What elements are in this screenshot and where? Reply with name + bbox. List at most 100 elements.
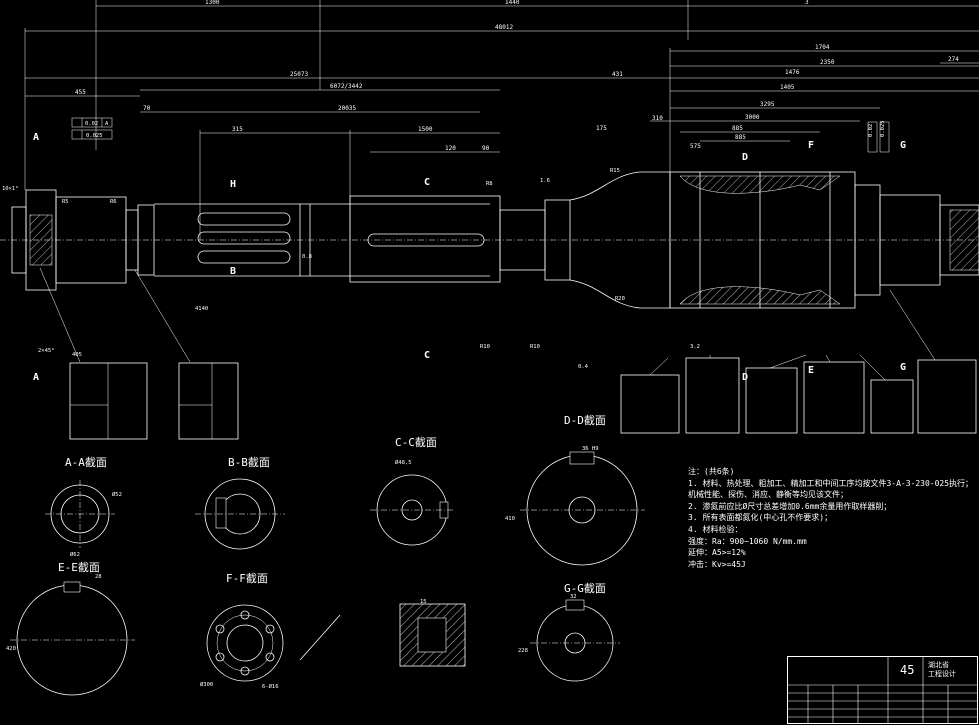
note-4a: 强度：Ra：900~1060 N/mm.mm [688, 536, 807, 546]
view-mark-d: D [742, 372, 748, 383]
dim-2350: 2350 [820, 59, 835, 66]
view-markers: A A H B C C D E F G G D [33, 132, 906, 383]
dim-gg-d: 228 [518, 648, 528, 654]
note-1b: 机械性能、探伤、消应、静衡等均见该文件； [688, 490, 848, 500]
label-r5: R5 [62, 199, 69, 205]
note-4c: 冲击：Kv>=45J [688, 559, 746, 569]
tolerance-frames: 0.02 A 0.025 0.02 0.025 [71, 117, 890, 153]
label-r6: R6 [110, 199, 117, 205]
tol-right-2: 0.025 [880, 120, 886, 137]
dim-ff-d: Ø300 [200, 681, 213, 688]
label-chamfer-2: 2×45° [38, 348, 55, 354]
title-block-grid [788, 657, 977, 723]
label-r20: R20 [615, 296, 625, 302]
dim-120: 120 [445, 145, 456, 152]
dim-ff-h: 6-Ø16 [262, 683, 279, 690]
dimension-chains: 1300 1440 3 48012 1704 274 25073 431 147… [24, 0, 979, 240]
detail-boxes [69, 357, 977, 440]
company-label-2: 工程设计 [928, 670, 956, 678]
dim-885: 885 [732, 125, 743, 132]
dim-274: 274 [948, 56, 959, 63]
section-titles: A-A截面 B-B截面 C-C截面 D-D截面 E-E截面 F-F截面 G-G截… [58, 413, 606, 595]
dim-3000: 3000 [745, 114, 760, 121]
dim-ee-w: 420 [6, 646, 16, 652]
view-mark-b: B [230, 266, 236, 277]
label-chamfer-left: 10×1° [2, 186, 19, 192]
view-mark-a-bottom: A [33, 372, 39, 383]
dim-885b: 885 [735, 134, 746, 141]
tol-right-1: 0.02 [868, 124, 874, 137]
dim-1440: 1440 [505, 0, 520, 6]
view-mark-h: H [230, 179, 236, 190]
title-block: 45 湖北省 工程设计 [787, 656, 978, 724]
note-4: 4. 材料检验： [688, 524, 743, 534]
label-ra-2: 1.6 [540, 178, 550, 184]
dim-90: 90 [482, 145, 490, 152]
dim-3295: 3295 [760, 101, 775, 108]
note-4b: 延伸：A5>=12% [688, 548, 746, 558]
view-mark-c-bottom: C [424, 350, 430, 361]
label-ra-1: 0.8 [302, 254, 312, 260]
dim-gg-top: 32 [570, 594, 577, 600]
shaft-main-view [0, 171, 979, 309]
view-mark-g-bottom: G [900, 362, 906, 373]
dim-gg-w: 15 [420, 599, 427, 605]
section-title-cc: C-C截面 [395, 435, 437, 449]
view-mark-c-top: C [424, 177, 430, 188]
material-label: 45 [900, 663, 915, 677]
dim-cc-top: Ø48,5 [395, 459, 412, 466]
dim-455: 455 [75, 89, 86, 96]
section-dims: Ø62 Ø52 Ø48,5 36 H9 410 420 28 Ø300 6-Ø1… [6, 446, 599, 690]
view-mark-a-top: A [33, 132, 39, 143]
dim-1405: 1405 [780, 84, 795, 91]
note-1: 1. 材料、热处理、粗加工、精加工和中间工序均按文件3-A-3-230-025执… [688, 478, 974, 488]
note-3: 3. 所有表面都氮化(中心孔不作要求)； [688, 513, 833, 523]
label-r15: R15 [610, 168, 620, 174]
dim-1476: 1476 [785, 69, 800, 76]
section-title-aa: A-A截面 [65, 455, 107, 469]
section-title-bb: B-B截面 [228, 455, 270, 469]
dim-1500: 1500 [418, 126, 433, 133]
view-mark-g-top: G [900, 140, 906, 151]
label-ra-4: 0.4 [578, 364, 589, 370]
label-4140: 4140 [195, 306, 208, 312]
dim-aa-h: Ø52 [112, 491, 122, 498]
dim-1704: 1704 [815, 44, 830, 51]
dim-25073: 25073 [290, 71, 308, 78]
dim-1300: 1300 [205, 0, 220, 6]
dim-310: 310 [652, 115, 663, 122]
label-ra-3: 3.2 [690, 344, 700, 350]
note-2: 2. 渗氮前应比Ø尺寸总差增加0.6mm余量用作取样器削； [688, 501, 892, 511]
section-title-dd: D-D截面 [564, 413, 606, 427]
label-r10b: R10 [530, 344, 540, 350]
dim-20035: 20035 [338, 105, 356, 112]
dim-aa-w: Ø62 [70, 551, 80, 558]
label-r8: R8 [486, 181, 493, 187]
view-mark-e: E [808, 365, 814, 376]
section-title-ee: E-E截面 [58, 560, 100, 574]
dim-175: 175 [596, 125, 607, 132]
dim-dd-h: 410 [505, 516, 515, 522]
section-title-ff: F-F截面 [226, 571, 268, 585]
section-views [10, 451, 645, 696]
notes-title: 注：(共6条) [688, 467, 735, 476]
section-title-gg: G-G截面 [564, 581, 606, 595]
dim-70: 70 [143, 105, 151, 112]
dim-dd-top: 36 H9 [582, 446, 599, 452]
tol-0-025: 0.025 [86, 133, 103, 139]
dim-431: 431 [612, 71, 623, 78]
company-label: 湖北省 [928, 661, 949, 669]
dim-ee-top: 28 [95, 574, 102, 580]
dim-575: 575 [690, 143, 701, 150]
tol-ref-a: A [105, 121, 109, 127]
technical-notes: 注：(共6条) 1. 材料、热处理、粗加工、精加工和中间工序均按文件3-A-3-… [688, 466, 974, 570]
dim-1270: 3 [805, 0, 809, 6]
view-mark-f-top: F [808, 140, 814, 151]
small-labels: 10×1° 2×45° 405 4140 R5 R6 R8 R10 R10 R1… [2, 168, 700, 370]
view-mark-d-top: D [742, 152, 748, 163]
dim-overall: 48012 [495, 24, 513, 31]
tol-0-02: 0.02 [85, 121, 98, 127]
dim-315: 315 [232, 126, 243, 133]
dim-6072: 6072/3442 [330, 83, 363, 90]
